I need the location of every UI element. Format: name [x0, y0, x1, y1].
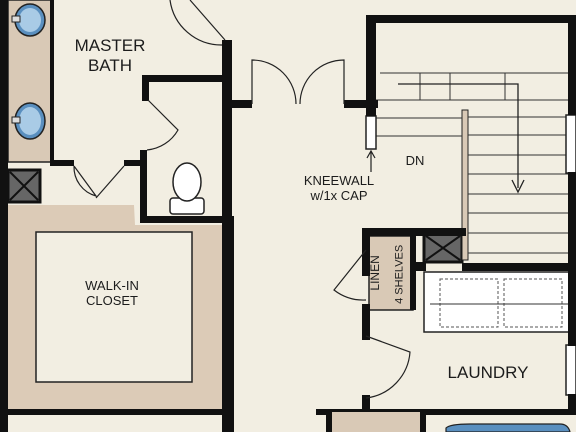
walk-in-closet-label: WALK-IN CLOSET [62, 278, 162, 309]
kneewall-arrow [366, 149, 376, 172]
chase-box-left [6, 168, 42, 204]
stair-direction-arrow [398, 83, 525, 194]
master-bath-label: MASTER BATH [62, 36, 158, 75]
walk-in-closet-label-line1: WALK-IN [85, 278, 139, 293]
chase-box-right [422, 232, 464, 264]
toilet-fixture [169, 162, 205, 215]
kneewall-note-line1: KNEEWALL [303, 173, 375, 188]
linen-label: LINEN [368, 255, 383, 291]
stair-direction-label: DN [405, 153, 425, 168]
window-right-upper [565, 114, 576, 174]
kneewall-note-line2: w/1x CAP [310, 187, 368, 203]
walk-in-closet-label-line2: CLOSET [85, 292, 138, 308]
kneewall-note: KNEEWALL w/1x CAP [284, 173, 394, 204]
shelves-label: 4 SHELVES [393, 244, 406, 304]
doors [73, 0, 411, 399]
sink-upper [11, 3, 46, 37]
stairs [375, 72, 568, 261]
closet-inner-floor [35, 231, 193, 383]
dryer [503, 278, 563, 328]
washer [439, 278, 499, 328]
kneewall-cap [365, 115, 377, 150]
master-bath-label-line2: BATH [87, 55, 133, 75]
closet-shelf-band [8, 205, 225, 412]
window-right-lower [565, 344, 576, 396]
master-bath-label-line1: MASTER [74, 36, 146, 55]
laundry-label: LAUNDRY [447, 363, 529, 382]
sink-lower [11, 102, 46, 140]
tub-fixture [445, 423, 571, 432]
